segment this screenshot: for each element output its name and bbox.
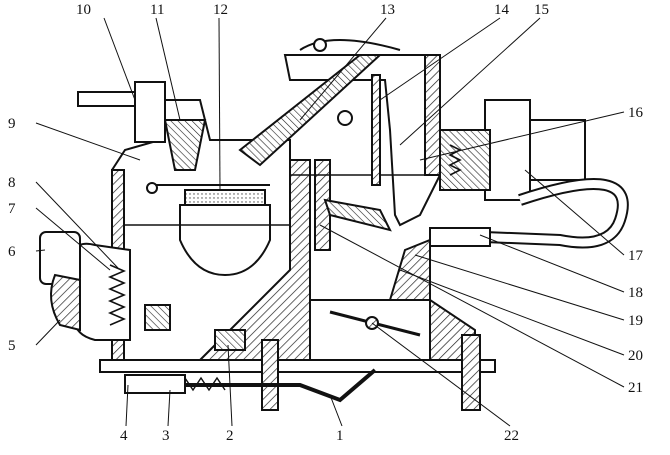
callout-label-18: 18 xyxy=(628,285,643,301)
float xyxy=(179,204,271,277)
adjusting-screw xyxy=(124,374,186,394)
pump-valve xyxy=(144,304,171,331)
leader-line-2 xyxy=(227,344,233,427)
callout-label-12: 12 xyxy=(213,2,228,18)
choke-cap xyxy=(529,119,586,181)
callout-label-2: 2 xyxy=(226,428,234,444)
float-pivot xyxy=(146,182,158,194)
choke-plate xyxy=(371,74,381,186)
callout-leaders xyxy=(35,17,625,427)
callout-label-1: 1 xyxy=(336,428,344,444)
float-top xyxy=(184,189,266,206)
vacuum-pipe xyxy=(429,227,491,247)
leader-line-16 xyxy=(419,111,625,161)
mixing-chamber xyxy=(197,159,311,361)
callout-label-22: 22 xyxy=(504,428,519,444)
callout-label-4: 4 xyxy=(120,428,128,444)
leader-line-11 xyxy=(155,17,181,121)
leader-line-4 xyxy=(125,384,129,427)
emulsion-tube xyxy=(314,159,331,251)
choke-housing xyxy=(484,99,531,201)
leader-line-18 xyxy=(479,234,625,293)
leader-line-17 xyxy=(524,169,625,256)
pump-cover xyxy=(74,242,131,341)
pump-diaphragm xyxy=(50,273,81,332)
choke-spring xyxy=(448,144,462,176)
leader-line-6 xyxy=(35,249,46,252)
main-jet xyxy=(214,329,246,351)
callout-label-13: 13 xyxy=(380,2,395,18)
callout-label-5: 5 xyxy=(8,338,16,354)
pump-spring xyxy=(107,264,127,326)
clamp-screw xyxy=(313,38,327,52)
choke-shaft xyxy=(337,110,353,126)
needle-valve xyxy=(163,119,207,171)
leader-line-5 xyxy=(35,319,61,346)
callout-label-3: 3 xyxy=(162,428,170,444)
leader-line-7 xyxy=(35,207,111,271)
callout-label-8: 8 xyxy=(8,175,16,191)
adjusting-spring xyxy=(184,376,226,392)
stud-right xyxy=(461,334,481,411)
callout-label-7: 7 xyxy=(8,201,16,217)
inlet-fitting xyxy=(134,81,166,143)
callout-label-14: 14 xyxy=(494,2,510,18)
callout-label-6: 6 xyxy=(8,244,16,260)
discharge-nozzle xyxy=(323,198,392,232)
leader-line-3 xyxy=(167,389,171,427)
leader-line-19 xyxy=(414,254,625,321)
carburetor-body xyxy=(39,38,629,411)
leader-line-22 xyxy=(371,322,511,427)
leader-line-12 xyxy=(218,17,221,191)
leader-line-10 xyxy=(103,17,136,101)
leader-line-1 xyxy=(329,394,343,427)
stud-left xyxy=(261,339,279,411)
choke-spring-housing xyxy=(439,129,491,191)
leader-line-15 xyxy=(399,17,541,146)
callout-label-16: 16 xyxy=(628,105,644,121)
callout-label-15: 15 xyxy=(534,2,549,18)
callout-label-9: 9 xyxy=(8,116,16,132)
callout-label-11: 11 xyxy=(150,2,164,18)
callout-label-21: 21 xyxy=(628,380,643,396)
throttle-linkage xyxy=(150,368,377,403)
callout-label-17: 17 xyxy=(628,248,644,264)
leader-line-8 xyxy=(35,181,119,269)
leader-line-14 xyxy=(379,17,501,101)
leader-line-21 xyxy=(319,224,625,388)
callout-label-10: 10 xyxy=(76,2,91,18)
callout-label-19: 19 xyxy=(628,313,643,329)
leader-line-20 xyxy=(399,269,625,356)
leader-line-13 xyxy=(299,17,387,121)
callout-label-20: 20 xyxy=(628,348,643,364)
leader-line-9 xyxy=(35,122,141,161)
throttle-bore xyxy=(309,299,431,361)
choke-tube xyxy=(238,54,383,167)
